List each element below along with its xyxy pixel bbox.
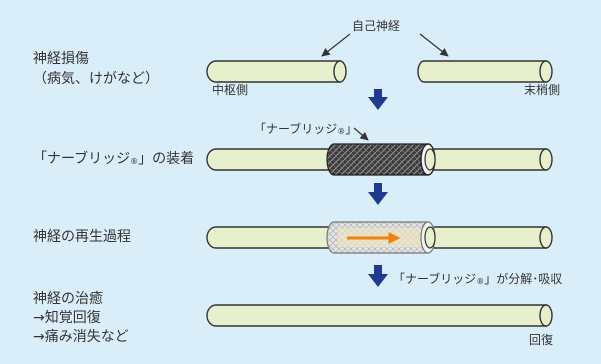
top-label: 自己神経 (352, 19, 401, 33)
absorb-note-a: 「ナーブリッジ (393, 272, 477, 286)
down-arrow-1 (368, 89, 388, 110)
peripheral-side-label: 末梢側 (524, 83, 561, 97)
nerve-center-stump (206, 60, 347, 83)
pointer-arrow-center (321, 33, 351, 57)
stage4-title: 神経の治癒 (33, 291, 103, 307)
recovery-label: 回復 (529, 333, 554, 347)
nerve-with-conduit (206, 143, 553, 176)
device-callout-a: 「ナーブリッジ (254, 122, 338, 136)
callout-pointer-arrow (353, 127, 369, 141)
stage1-subtitle: （病気、けがなど） (33, 71, 159, 87)
stage2-title-a: 「ナーブリッジ (33, 151, 131, 167)
nerve-healed (206, 304, 553, 327)
stage3-title: 神経の再生過程 (33, 229, 131, 245)
nerve-peripheral-stump (417, 60, 553, 83)
down-arrow-2 (368, 183, 388, 205)
nerve-regenerating (206, 221, 553, 254)
stage4-line3: →痛み消失など (33, 329, 129, 345)
stage2-title-b: 」の装着 (138, 151, 195, 167)
stage2-title: 「ナーブリッジ®」の装着 (33, 150, 194, 171)
device-callout-b: 」 (345, 122, 358, 136)
stage1-title: 神経損傷 (33, 51, 89, 67)
conduit-tube (326, 143, 429, 176)
device-callout: 「ナーブリッジ®」 (254, 122, 357, 139)
stage4-line2: →知覚回復 (33, 310, 101, 326)
center-side-label: 中枢側 (212, 83, 249, 97)
down-arrow-3 (368, 265, 388, 287)
registered-mark: ® (337, 127, 346, 136)
absorb-note-b: 」が分解･吸収 (484, 272, 563, 286)
pointer-arrow-peripheral (419, 33, 449, 57)
registered-mark: ® (130, 157, 139, 166)
absorb-note: 「ナーブリッジ®」が分解･吸収 (393, 272, 562, 289)
registered-mark: ® (476, 277, 485, 286)
